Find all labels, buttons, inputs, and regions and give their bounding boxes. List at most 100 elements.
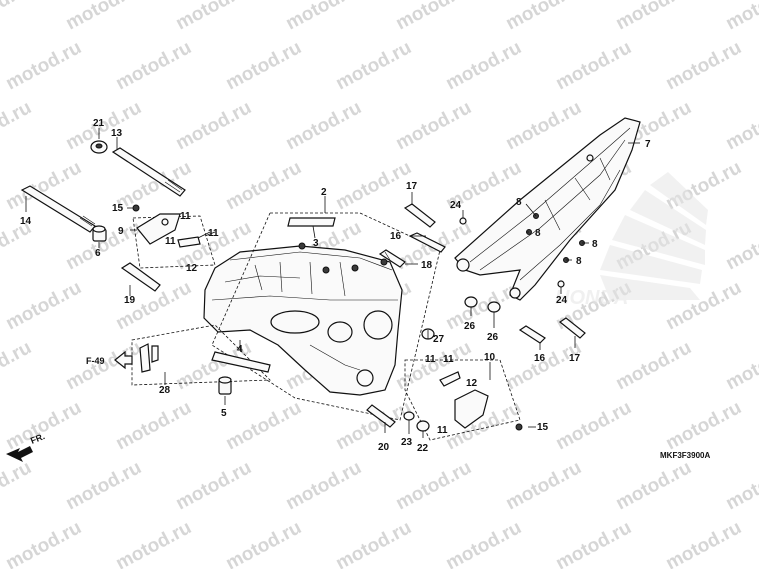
callout-23: 23	[401, 437, 413, 448]
watermark-text: motod.ru	[62, 0, 145, 34]
callout-11c: 11	[208, 228, 219, 239]
callout-5: 5	[221, 408, 227, 419]
bracket-group-outline	[132, 215, 216, 269]
callout-18: 18	[421, 260, 433, 271]
watermark-text: motod.ru	[442, 517, 525, 569]
callout-17b: 17	[569, 353, 581, 364]
watermark-text: motod.ru	[612, 0, 695, 34]
callout-12b: 12	[466, 378, 478, 389]
watermark-text: motod.ru	[662, 517, 745, 569]
part-4-strip	[211, 351, 271, 373]
diagram-code: MKF3F3900A	[660, 451, 710, 460]
part-20-bolt	[366, 404, 396, 428]
part-21-nut	[90, 140, 108, 154]
watermark-text: motod.ru	[282, 0, 365, 34]
watermark-text: motod.ru	[222, 517, 305, 569]
watermark-text: motod.ru	[2, 277, 85, 334]
watermark-text: motod.ru	[172, 457, 255, 514]
watermark-text: motod.ru	[392, 457, 475, 514]
callout-labels: 2 3 4 5 6 7 8 8 8 8 9 10 11 11 11 11 11 …	[20, 118, 651, 454]
callout-11a: 11	[180, 211, 191, 222]
watermark-text: motod.ru	[662, 277, 745, 334]
callout-15a: 15	[112, 203, 124, 214]
part-5-collar	[218, 376, 232, 395]
callout-8b: 8	[535, 228, 541, 239]
watermark-text: motod.ru	[722, 217, 759, 274]
watermark-text: motod.ru	[112, 397, 195, 454]
callout-3: 3	[313, 238, 319, 249]
watermark-text: motod.ru	[222, 37, 305, 94]
watermark-text: motod.ru	[62, 457, 145, 514]
watermark-text: motod.ru	[502, 337, 585, 394]
watermark-text: motod.ru	[722, 97, 759, 154]
wing-logo: HONDA	[555, 172, 708, 309]
callout-20: 20	[378, 442, 390, 453]
callout-12a: 12	[186, 263, 198, 274]
watermark-text: motod.ru	[112, 37, 195, 94]
callout-11e: 11	[443, 354, 454, 365]
watermark-text: motod.ru	[722, 337, 759, 394]
watermark-text: motod.ru	[722, 457, 759, 514]
watermark-text: motod.ru	[612, 457, 695, 514]
part-23-washer	[403, 411, 415, 421]
watermark-text: motod.ru	[0, 337, 35, 394]
callout-7: 7	[645, 139, 651, 150]
watermark-text: motod.ru	[332, 517, 415, 569]
lower-group-outline	[404, 359, 521, 441]
svg-text:HONDA: HONDA	[555, 287, 628, 309]
callout-17a: 17	[406, 181, 418, 192]
seat-rail-subframe	[454, 117, 641, 301]
watermark-text: motod.ru	[2, 517, 85, 569]
callout-27: 27	[433, 334, 445, 345]
part-13-bolt	[111, 147, 186, 197]
part-9-bracket	[136, 213, 201, 248]
watermark-text: motod.ru	[0, 457, 35, 514]
part-6-collar	[92, 225, 107, 242]
part-19-bolt	[120, 262, 161, 292]
callout-26b: 26	[487, 332, 499, 343]
part-26-nut	[464, 296, 501, 313]
frame-group-outline	[211, 212, 441, 421]
watermark-text: motod.ru	[552, 397, 635, 454]
watermark-text: motod.ru	[392, 97, 475, 154]
leader-lines	[25, 128, 640, 438]
watermark-text: motod.ru	[662, 37, 745, 94]
watermark-text: motod.ru	[112, 157, 195, 214]
watermark-text: motod.ru	[2, 157, 85, 214]
callout-26a: 26	[464, 321, 476, 332]
callout-19: 19	[124, 295, 136, 306]
callout-15b: 15	[537, 422, 549, 433]
watermark-text: motod.ru	[112, 517, 195, 569]
watermark-text: motod.ru	[502, 0, 585, 34]
watermark-text: motod.ru	[0, 0, 35, 34]
callout-11d: 11	[425, 354, 436, 365]
watermark-text: motod.ru	[222, 397, 305, 454]
watermark-text: motod.ru	[392, 0, 475, 34]
watermark-text: motod.ru	[442, 277, 525, 334]
callout-8c: 8	[592, 239, 598, 250]
callout-11f: 11	[437, 425, 448, 436]
callout-28: 28	[159, 385, 171, 396]
watermark-text: motod.ru	[722, 0, 759, 34]
callout-4: 4	[237, 344, 243, 355]
main-frame	[203, 242, 403, 396]
part-16-bolt	[408, 232, 546, 344]
callout-21: 21	[93, 118, 105, 129]
watermark-text: motod.ru	[662, 397, 745, 454]
part-14-bolt	[20, 185, 96, 233]
watermark-text: motod.ru	[282, 457, 365, 514]
callout-13: 13	[111, 128, 123, 139]
callout-8a: 8	[516, 197, 522, 208]
callout-2: 2	[321, 187, 327, 198]
callout-6: 6	[95, 248, 101, 259]
watermark-text: motod.ru	[502, 97, 585, 154]
part-28-bracket	[139, 343, 159, 373]
f49-group-outline	[131, 324, 271, 386]
f49-arrow	[114, 350, 133, 370]
callout-16a: 16	[390, 231, 402, 242]
watermark-text: motod.ru	[332, 37, 415, 94]
part-22-nut	[416, 420, 430, 432]
watermark-text: motod.ru	[332, 157, 415, 214]
watermark-text: motod.ru	[2, 397, 85, 454]
callout-9: 9	[118, 226, 124, 237]
